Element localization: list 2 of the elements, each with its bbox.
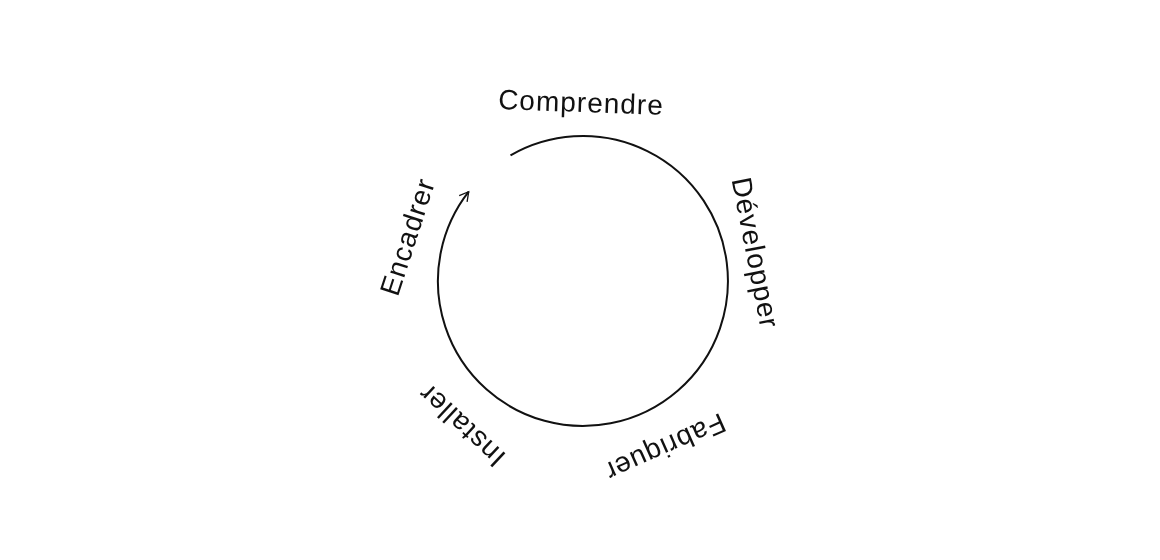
step-label: Développer (726, 175, 784, 331)
step-label: Comprendre (497, 86, 665, 120)
